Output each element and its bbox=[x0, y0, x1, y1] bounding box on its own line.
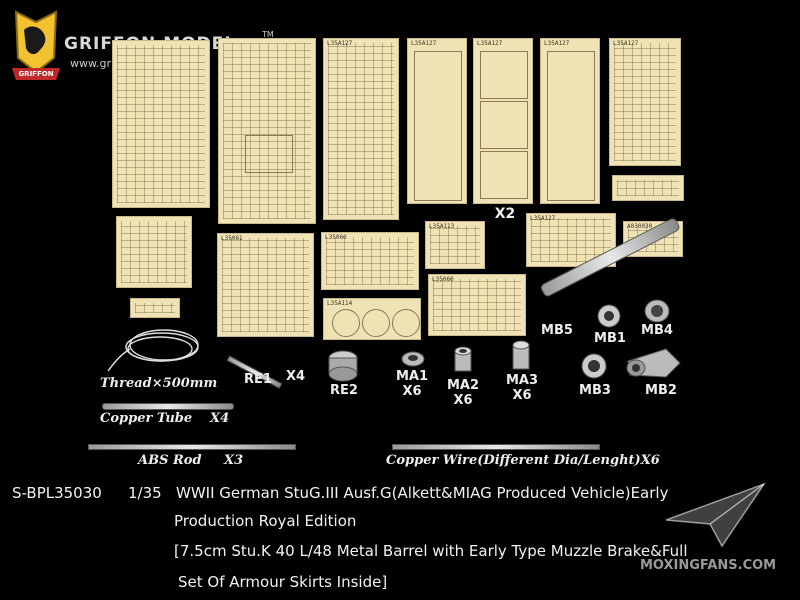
pe-sheet-2 bbox=[218, 38, 316, 224]
pe-sheet-code: A030030 bbox=[627, 223, 653, 230]
pe-sheet-12: L35060 bbox=[321, 232, 419, 290]
pe-sheet-code: L35A127 bbox=[477, 40, 503, 47]
ma2-qty: X6 bbox=[453, 393, 473, 408]
abs-rod-qty: X3 bbox=[224, 453, 244, 468]
pe-sheet-5: L35A127 bbox=[473, 38, 533, 204]
re2-label: RE2 bbox=[330, 383, 358, 398]
mb3-part bbox=[581, 353, 607, 379]
pe-sheet-1 bbox=[112, 40, 210, 208]
pe-sheet-8 bbox=[612, 175, 684, 201]
pe-sheet-10 bbox=[130, 298, 180, 318]
ma2-part bbox=[454, 346, 472, 372]
re1-qty: X4 bbox=[286, 369, 306, 384]
pe-sheet-code: L35060 bbox=[432, 276, 454, 283]
watermark-text: MOXINGFANS.COM bbox=[640, 558, 777, 573]
pe-sheet-13: L35A114 bbox=[323, 298, 421, 340]
re1-label: RE1 bbox=[244, 372, 272, 387]
griffon-logo: GRIFFON bbox=[8, 8, 64, 84]
pe-sheet-16: L35A127 bbox=[526, 213, 616, 267]
mb2-label: MB2 bbox=[645, 383, 677, 398]
copper-tube-label: Copper Tube bbox=[100, 411, 193, 426]
ma2-label: MA2 bbox=[446, 378, 480, 393]
ma1-label: MA1 bbox=[396, 369, 429, 384]
abs-rod-label: ABS Rod bbox=[138, 453, 202, 468]
pe-sheet-9 bbox=[116, 216, 192, 288]
pe-sheet-14: L35A113 bbox=[425, 221, 485, 269]
copper-wire-part bbox=[392, 444, 600, 450]
pe-sheet-code: L35A127 bbox=[530, 215, 556, 222]
pe-sheet-4: L35A127 bbox=[407, 38, 467, 204]
product-scale: 1/35 bbox=[128, 484, 162, 502]
product-title-line1: WWII German StuG.III Ausf.G(Alkett&MIAG … bbox=[176, 484, 669, 502]
pe-sheet-15: L35060 bbox=[428, 274, 526, 336]
pe-sheet-6: L35A127 bbox=[540, 38, 600, 204]
pe-sheet-code: L35A114 bbox=[327, 300, 353, 307]
copper-tube-qty: X4 bbox=[210, 411, 230, 426]
pe-sheet-code: L35060 bbox=[325, 234, 347, 241]
re2-part bbox=[328, 350, 358, 382]
abs-rod-part bbox=[88, 444, 296, 450]
product-title-line3: [7.5cm Stu.K 40 L/48 Metal Barrel with E… bbox=[174, 542, 688, 560]
pe-sheet-11: L35061 bbox=[217, 233, 314, 337]
ma1-qty: X6 bbox=[402, 384, 422, 399]
thread-label: Thread×500mm bbox=[100, 376, 218, 391]
mb5-label: MB5 bbox=[541, 323, 573, 338]
product-title-line2: Production Royal Edition bbox=[174, 512, 357, 530]
ma3-label: MA3 bbox=[505, 373, 539, 388]
pe-sheet-code: L35061 bbox=[221, 235, 243, 242]
copper-tube-part bbox=[102, 403, 234, 410]
ma1-part bbox=[401, 351, 425, 367]
mb4-label: MB4 bbox=[641, 323, 673, 338]
pe-sheet-code: L35A113 bbox=[429, 223, 455, 230]
brand-tm: TM bbox=[262, 30, 274, 39]
copper-wire-label: Copper Wire(Different Dia/Lenght)X6 bbox=[386, 453, 660, 468]
pe-sheet-code: L35A127 bbox=[327, 40, 353, 47]
pe-sheet-7: L35A127 bbox=[609, 38, 681, 166]
pe-sheet-code: L35A127 bbox=[411, 40, 437, 47]
mb1-label: MB1 bbox=[594, 331, 626, 346]
product-code: S-BPL35030 bbox=[12, 484, 102, 502]
mb1-part bbox=[597, 304, 621, 328]
ma3-part bbox=[512, 340, 530, 370]
mb4-part bbox=[644, 299, 670, 323]
logo-badge-text: GRIFFON bbox=[18, 70, 54, 78]
mb3-label: MB3 bbox=[579, 383, 611, 398]
ma3-qty: X6 bbox=[512, 388, 532, 403]
mb2-part bbox=[626, 348, 681, 378]
pe-sheet-code: L35A127 bbox=[613, 40, 639, 47]
pe-sheet-code: L35A127 bbox=[544, 40, 570, 47]
pe-sheet-3: L35A127 bbox=[323, 38, 399, 220]
product-title-line4: Set Of Armour Skirts Inside] bbox=[178, 573, 388, 591]
sheet-quantity: X2 bbox=[494, 206, 516, 222]
thread-coil bbox=[107, 329, 199, 372]
paper-plane-watermark-icon bbox=[665, 482, 766, 548]
